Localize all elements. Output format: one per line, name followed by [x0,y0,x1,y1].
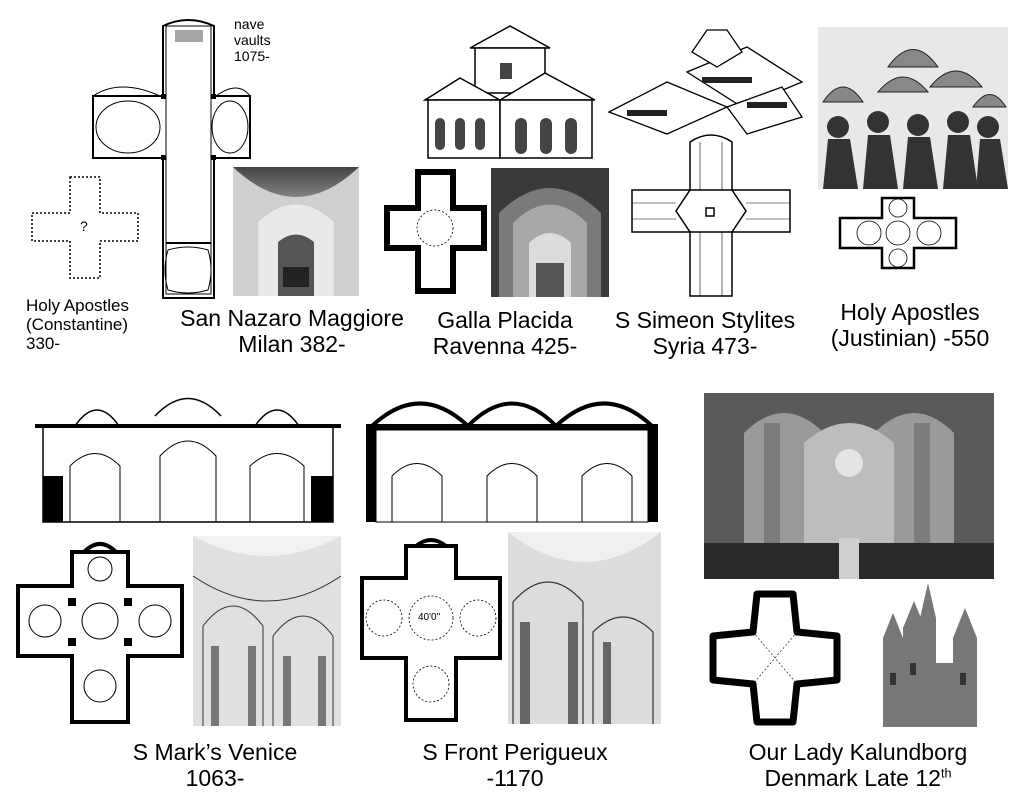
caption-galla-placida: Galla Placida Ravenna 425- [432,307,578,359]
s-mark-plan [16,542,184,724]
holy-apostles-justinian-plan [838,196,958,270]
caption-s-mark: S Mark’s Venice 1063- [132,739,298,791]
galla-placida-exterior-drawing [420,18,598,164]
s-front-section-drawing [366,401,658,523]
caption-holy-apostles-justinian: Holy Apostles (Justinian) -550 [830,299,990,351]
san-nazaro-interior-photo [233,167,359,296]
holy-apostles-constantine-plan [31,176,139,279]
holy-apostles-mosaic-image [818,27,1008,189]
caption-s-front: S Front Perigueux -1170 [422,739,608,791]
caption-nave-vaults: nave vaults 1075- [234,16,271,65]
s-mark-interior-drawing [193,536,341,726]
simeon-stylites-plan [631,134,791,297]
san-nazaro-plan [92,19,251,299]
caption-our-lady: Our Lady Kalundborg Denmark Late 12th [738,739,978,792]
caption-holy-apostles-constantine: Holy Apostles (Constantine) 330- [26,296,129,354]
caption-san-nazaro: San Nazaro Maggiore Milan 382- [180,305,404,357]
simeon-stylites-aerial-drawing [607,22,807,137]
caption-simeon-stylites: S Simeon Stylites Syria 473- [614,307,796,359]
our-lady-interior-photo [704,393,994,579]
our-lady-plan [709,590,841,726]
our-lady-exterior-photo [868,583,986,727]
s-mark-section-drawing [35,397,341,523]
galla-placida-interior-photo [491,168,609,297]
our-lady-line-1: Our Lady Kalundborg [748,739,968,765]
perigueux-dimension-label: 40'0" [418,612,441,623]
question-mark: ? [80,218,88,234]
s-front-plan [360,538,502,722]
s-front-interior-drawing [508,532,661,724]
our-lady-line-2: Denmark Late 12th [764,764,952,791]
galla-placida-plan [384,169,487,294]
